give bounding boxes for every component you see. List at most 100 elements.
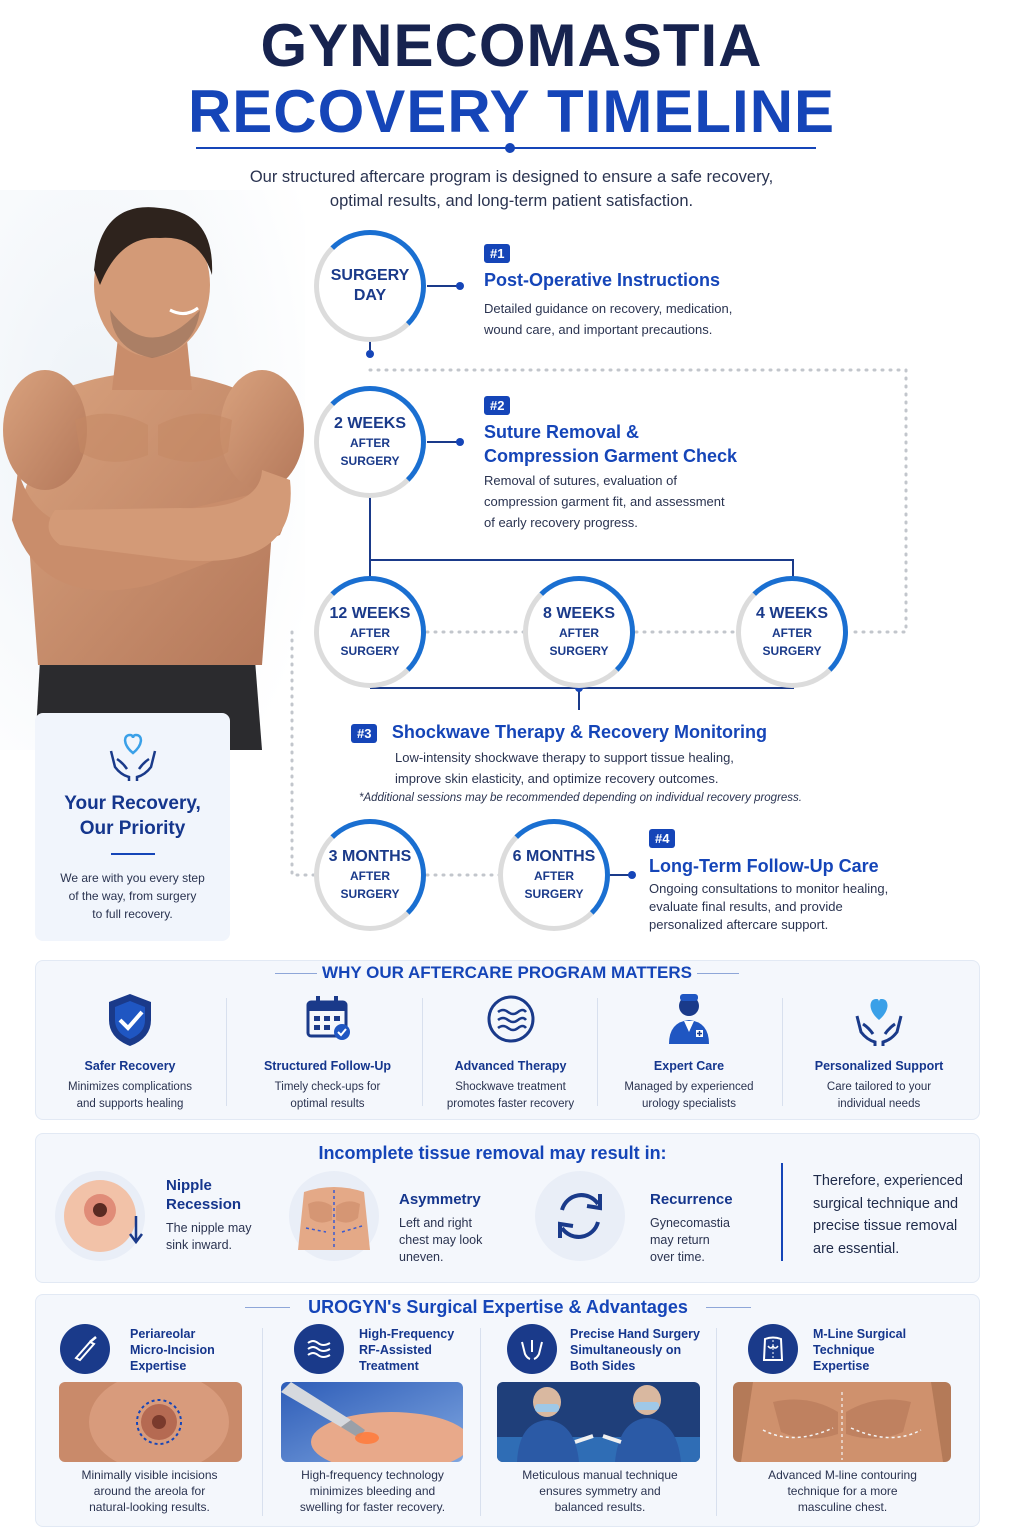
conclusion-line: are essential. xyxy=(813,1240,900,1257)
intro-text: Our structured aftercare program is desi… xyxy=(150,165,873,213)
expertise-1-text: Minimally visible incisions around the a… xyxy=(52,1467,247,1515)
risk-title: Nipple Recession xyxy=(166,1176,276,1214)
expertise-text-line: swelling for faster recovery. xyxy=(299,1500,446,1514)
surgery-day-label-2: DAY xyxy=(353,287,387,304)
conclusion-line: surgical technique and xyxy=(813,1195,959,1212)
risk-text: The nipple may sink inward. xyxy=(166,1220,276,1254)
why-item-text-line: urology specialists xyxy=(642,1098,736,1110)
circle-2-weeks: 2 WEEKS AFTER SURGERY xyxy=(314,386,426,498)
circle-6-months: 6 MONTHS AFTER SURGERY xyxy=(498,819,610,931)
expertise-title-line: Precise Hand Surgery xyxy=(570,1327,700,1341)
expertise-title-line: Both Sides xyxy=(570,1359,636,1373)
priority-text: We are with you every step of the way, f… xyxy=(35,869,230,923)
step-3-note: *Additional sessions may be recommended … xyxy=(359,792,803,804)
risk-conclusion: Therefore, experienced surgical techniqu… xyxy=(813,1170,978,1260)
risk-text-line: over time. xyxy=(650,1250,705,1264)
why-item-text-line: Managed by experienced xyxy=(624,1081,754,1093)
why-title: WHY OUR AFTERCARE PROGRAM MATTERS xyxy=(322,963,692,982)
step-4-text-line-3: personalized aftercare support. xyxy=(649,917,829,932)
why-item-text: Care tailored to your individual needs xyxy=(790,1079,968,1113)
nipple-icon xyxy=(55,1171,145,1261)
surgeons-photo xyxy=(497,1382,700,1462)
calendar-icon xyxy=(306,996,350,1040)
expertise-4-title: M-Line Surgical Technique Expertise xyxy=(813,1326,963,1374)
step-1-title: Post-Operative Instructions xyxy=(484,270,721,290)
risk-recurrence: Recurrence Gynecomastia may return over … xyxy=(650,1190,760,1266)
step-2-text-line-1: Removal of sutures, evaluation of xyxy=(484,473,677,488)
expertise-title-line: Micro-Incision xyxy=(130,1343,215,1357)
step-4-text-line-1: Ongoing consultations to monitor healing… xyxy=(649,881,889,896)
step-4-badge: #4 xyxy=(649,829,676,848)
priority-title-line-2: Our Priority xyxy=(79,818,186,839)
step-4-title: Long-Term Follow-Up Care xyxy=(649,856,879,876)
expertise-text-line: around the areola for xyxy=(93,1484,206,1498)
conclusion-line: precise tissue removal xyxy=(813,1218,958,1234)
title-underline-dot xyxy=(505,143,515,153)
circle-6-months-main: 6 MONTHS xyxy=(512,848,596,865)
title-line-2: RECOVERY TIMELINE xyxy=(187,78,836,145)
priority-text-line-1: We are with you every step xyxy=(60,871,205,885)
heart-hands-icon xyxy=(109,733,157,781)
heart-hands-icon xyxy=(855,998,903,1046)
circle-4-weeks-sub2: SURGERY xyxy=(762,644,822,658)
expertise-title-line: Treatment xyxy=(359,1359,419,1373)
circle-3-months-sub2: SURGERY xyxy=(340,887,400,901)
expertise-sep xyxy=(480,1328,481,1516)
risks-title: Incomplete tissue removal may result in: xyxy=(318,1143,667,1163)
why-item-text-line: individual needs xyxy=(837,1098,921,1110)
why-item-expert-care: Expert Care Managed by experienced urolo… xyxy=(604,992,774,1113)
why-sep xyxy=(597,998,598,1106)
step-4-text: Ongoing consultations to monitor healing… xyxy=(649,880,929,934)
expertise-1-title: Periareolar Micro-Incision Expertise xyxy=(130,1326,255,1374)
man-photo xyxy=(0,190,305,750)
priority-card: Your Recovery, Our Priority We are with … xyxy=(35,713,230,941)
expertise-title-line: Expertise xyxy=(813,1359,870,1373)
torso-icon xyxy=(762,1336,784,1361)
why-item-text: Managed by experienced urology specialis… xyxy=(604,1079,774,1113)
circle-6-months-sub1: AFTER xyxy=(534,869,574,883)
expertise-sep xyxy=(262,1328,263,1516)
intro-line-2: optimal results, and long-term patient s… xyxy=(329,192,694,210)
step-2-badge: #2 xyxy=(484,396,511,415)
wave-icon xyxy=(487,995,534,1043)
step-1-badge: #1 xyxy=(484,244,511,263)
step-3-text: Low-intensity shockwave therapy to suppo… xyxy=(395,747,871,789)
circle-2-weeks-sub2: SURGERY xyxy=(340,454,400,468)
priority-divider xyxy=(110,853,155,855)
why-item-name: Expert Care xyxy=(653,1059,725,1073)
expertise-text-line: technique for a more xyxy=(787,1484,898,1498)
why-item-text-line: Shockwave treatment xyxy=(455,1081,566,1093)
expertise-text-line: natural-looking results. xyxy=(89,1500,210,1514)
circle-12-weeks-main: 12 WEEKS xyxy=(329,605,411,622)
why-title-line-right xyxy=(697,973,739,974)
chest-icon xyxy=(289,1171,379,1261)
conclusion-line: Therefore, experienced xyxy=(813,1173,963,1189)
risk-text: Left and right chest may look uneven. xyxy=(399,1215,509,1266)
why-item-personalized-support: Personalized Support Care tailored to yo… xyxy=(790,992,968,1113)
step-3-text-line-1: Low-intensity shockwave therapy to suppo… xyxy=(395,750,734,765)
risk-title: Asymmetry xyxy=(399,1191,481,1208)
expertise-sep xyxy=(716,1328,717,1516)
risk-title-line: Nipple xyxy=(166,1177,212,1194)
expertise-icon-ball xyxy=(507,1324,557,1374)
circle-2-weeks-sub1: AFTER xyxy=(350,436,390,450)
why-item-advanced-therapy: Advanced Therapy Shockwave treatment pro… xyxy=(428,992,593,1113)
circle-8-weeks: 8 WEEKS AFTER SURGERY xyxy=(523,576,635,688)
step-1-text: Detailed guidance on recovery, medicatio… xyxy=(484,298,804,340)
expertise-text-line: Minimally visible incisions xyxy=(81,1468,218,1482)
step-2-text: Removal of sutures, evaluation of compre… xyxy=(484,470,804,533)
expertise-text-line: ensures symmetry and xyxy=(539,1484,661,1498)
step-2-title-line-2: Compression Garment Check xyxy=(484,446,738,466)
priority-text-line-3: to full recovery. xyxy=(92,907,173,921)
surgery-day-label-1: SURGERY xyxy=(330,267,410,284)
conclusion-divider xyxy=(781,1163,783,1261)
priority-text-line-2: of the way, from surgery xyxy=(68,889,197,903)
priority-title: Your Recovery, Our Priority xyxy=(35,791,230,841)
hands-icon xyxy=(521,1340,543,1360)
expertise-title-line-right xyxy=(706,1307,751,1308)
title-line-1: GYNECOMASTIA xyxy=(260,12,763,79)
why-item-name: Safer Recovery xyxy=(84,1059,176,1073)
step-2-title-line-1: Suture Removal & xyxy=(484,422,640,442)
step-4: #4 Long-Term Follow-Up Care Ongoing cons… xyxy=(649,829,929,934)
circle-8-weeks-sub1: AFTER xyxy=(559,626,599,640)
